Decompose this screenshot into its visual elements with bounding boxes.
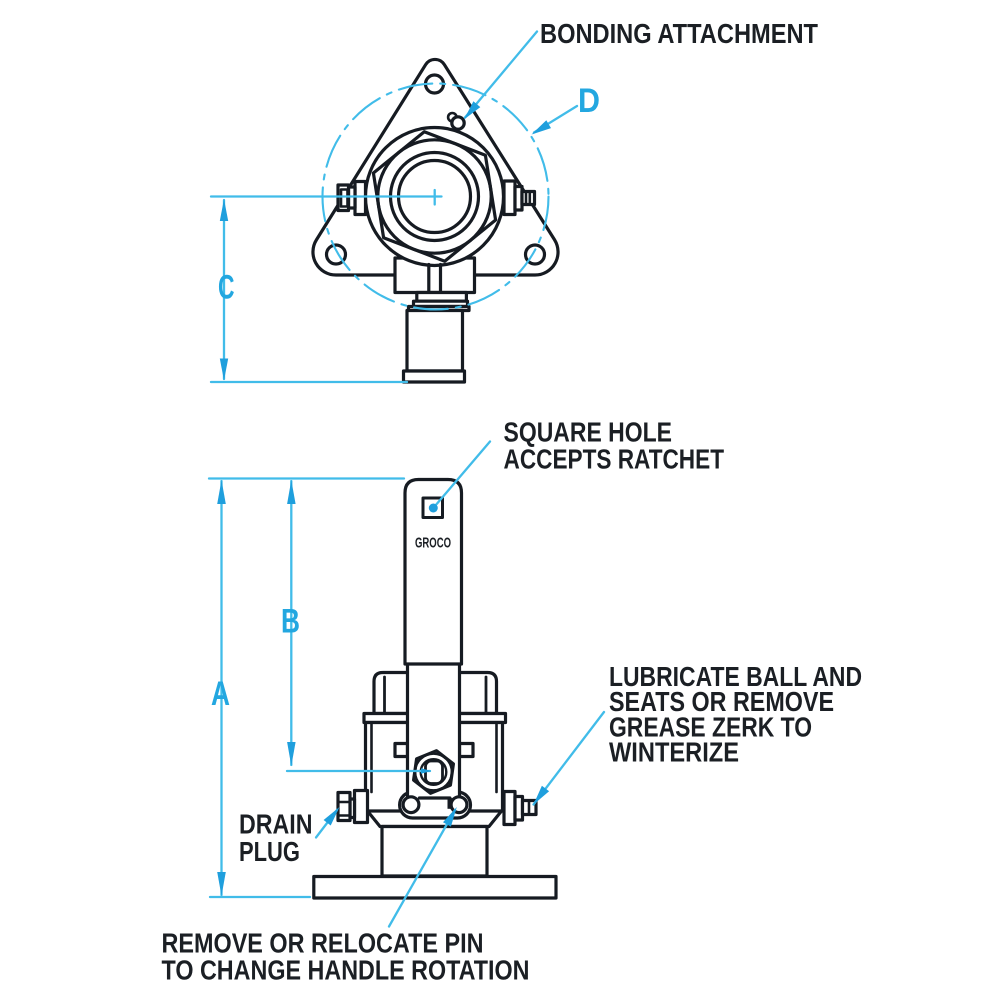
svg-text:LUBRICATE BALL AND: LUBRICATE BALL AND <box>609 661 862 692</box>
svg-text:WINTERIZE: WINTERIZE <box>609 737 739 768</box>
svg-text:BONDING ATTACHMENT: BONDING ATTACHMENT <box>540 18 818 49</box>
svg-text:GREASE ZERK TO: GREASE ZERK TO <box>609 712 812 743</box>
svg-text:PLUG: PLUG <box>239 836 300 867</box>
svg-text:TO CHANGE HANDLE ROTATION: TO CHANGE HANDLE ROTATION <box>162 955 530 986</box>
svg-text:D: D <box>578 82 600 120</box>
svg-text:SQUARE HOLE: SQUARE HOLE <box>504 417 673 448</box>
svg-text:DRAIN: DRAIN <box>239 809 313 840</box>
svg-text:A: A <box>211 675 230 713</box>
svg-text:B: B <box>281 603 300 641</box>
svg-text:SEATS OR REMOVE: SEATS OR REMOVE <box>609 686 834 717</box>
svg-text:GROCO: GROCO <box>415 535 451 552</box>
svg-text:C: C <box>218 269 235 307</box>
svg-text:ACCEPTS RATCHET: ACCEPTS RATCHET <box>504 444 725 475</box>
svg-text:REMOVE OR RELOCATE PIN: REMOVE OR RELOCATE PIN <box>162 928 484 959</box>
